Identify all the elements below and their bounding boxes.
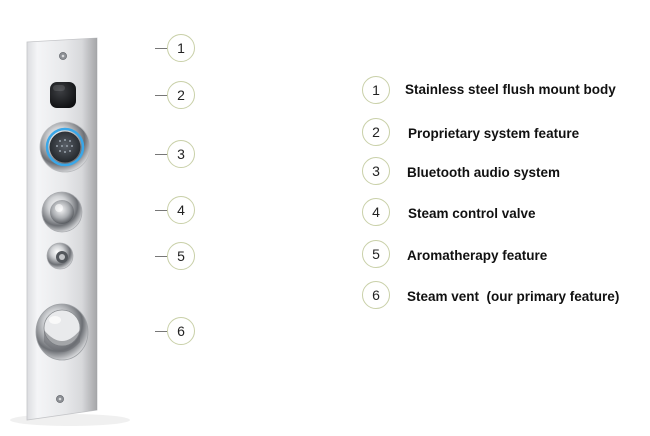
callout-line-5: [155, 256, 167, 257]
legend-marker-5: 5: [362, 240, 390, 268]
legend-label-3: Bluetooth audio system: [407, 165, 561, 180]
legend-label-5: Aromatherapy feature: [407, 248, 548, 263]
legend-label-2: Proprietary system feature: [408, 126, 580, 141]
legend-number: 3: [372, 163, 380, 179]
bluetooth-speaker-icon: [39, 121, 91, 173]
legend-number: 5: [372, 246, 380, 262]
callout-number: 5: [177, 248, 185, 264]
callout-line-4: [155, 210, 167, 211]
callout-marker-5: 5: [167, 242, 195, 270]
legend-number: 2: [372, 124, 380, 140]
callout-line-1: [155, 48, 167, 49]
legend-marker-1: 1: [362, 76, 390, 104]
callout-marker-6: 6: [167, 317, 195, 345]
legend-number: 4: [372, 204, 380, 220]
callout-number: 4: [177, 202, 185, 218]
callout-marker-1: 1: [167, 34, 195, 62]
legend-label-4: Steam control valve: [408, 206, 536, 221]
aromatherapy-port-icon: [46, 242, 74, 270]
callout-line-3: [155, 154, 167, 155]
legend-number: 1: [372, 82, 380, 98]
top-screw-icon: [59, 52, 67, 60]
callout-marker-4: 4: [167, 196, 195, 224]
legend-label-1: Stainless steel flush mount body: [405, 82, 616, 97]
callout-number: 1: [177, 40, 185, 56]
legend-number: 6: [372, 287, 380, 303]
dark-push-button-icon: [50, 82, 76, 108]
panel-side-shading: [82, 38, 97, 412]
steam-control-knob-icon: [41, 191, 83, 233]
legend-label-6: Steam vent (our primary feature): [407, 289, 620, 304]
callout-number: 3: [177, 146, 185, 162]
callout-number: 2: [177, 87, 185, 103]
legend-marker-3: 3: [362, 157, 390, 185]
callout-marker-2: 2: [167, 81, 195, 109]
callout-number: 6: [177, 323, 185, 339]
legend-marker-4: 4: [362, 198, 390, 226]
callout-line-2: [155, 95, 167, 96]
steam-vent-icon: [35, 303, 89, 361]
callout-marker-3: 3: [167, 140, 195, 168]
legend-marker-6: 6: [362, 281, 390, 309]
legend-marker-2: 2: [362, 118, 390, 146]
bottom-screw-icon: [56, 395, 64, 403]
callout-line-6: [155, 331, 167, 332]
